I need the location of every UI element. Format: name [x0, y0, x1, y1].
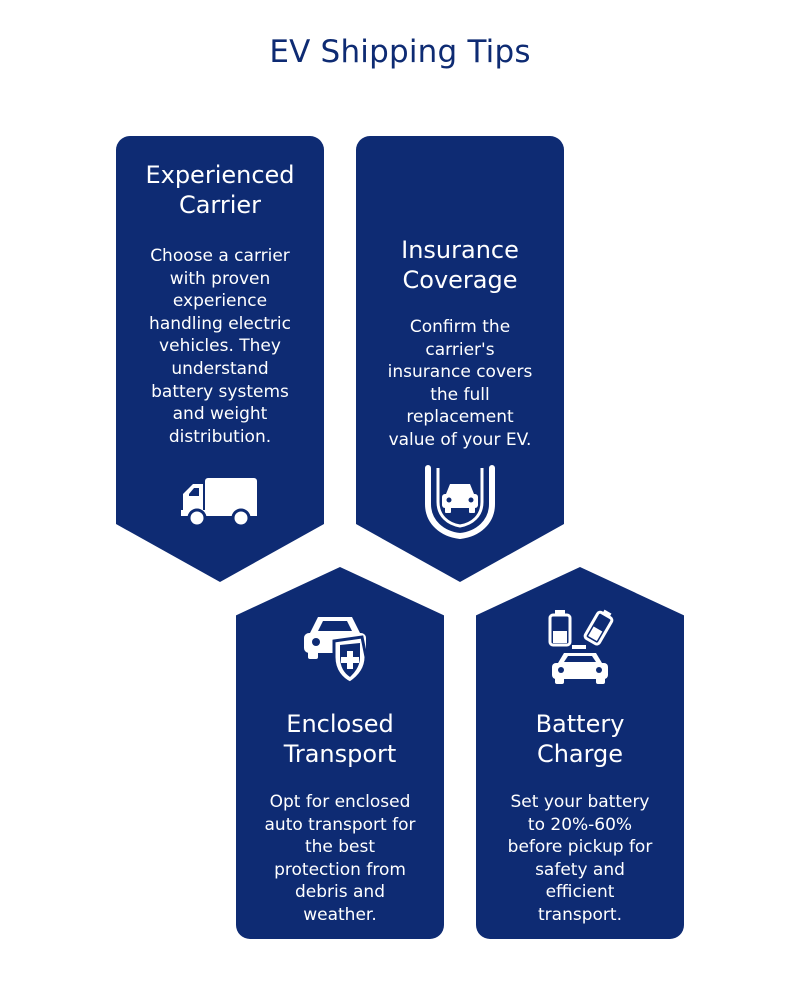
card-description-line: Opt for enclosed — [269, 792, 411, 812]
card-heading: Experienced Carrier — [116, 160, 324, 220]
card-description-line: insurance covers — [387, 362, 533, 383]
card-description-line: safety and — [535, 859, 625, 880]
card-description-line: debris and — [295, 882, 385, 903]
page-title: EV Shipping Tips — [269, 34, 531, 70]
card-description-line: understand — [171, 358, 269, 379]
card-heading-line: Enclosed — [286, 710, 394, 738]
card-description-line: transport. — [538, 904, 622, 925]
card-insurance-coverage: Insurance Coverage Confirm the carrier's… — [356, 136, 564, 582]
card-heading-line: Insurance — [401, 236, 519, 264]
card-description-line: battery systems — [151, 381, 289, 402]
card-heading: Battery Charge — [476, 709, 684, 769]
card-enclosed-transport: Enclosed Transport Opt for enclosed auto… — [236, 567, 444, 939]
card-description-line: carrier's — [425, 339, 495, 360]
card-description: Choose a carrier with proven experience … — [128, 245, 312, 448]
card-description-line: Confirm the — [409, 317, 511, 337]
card-heading: Enclosed Transport — [236, 709, 444, 769]
card-description-line: the full — [430, 384, 490, 405]
card-description-line: Choose a carrier — [150, 246, 290, 266]
card-heading: Insurance Coverage — [356, 235, 564, 295]
card-description-line: protection from — [274, 859, 406, 880]
card-description-line: weather. — [303, 904, 377, 925]
card-heading-line: Coverage — [402, 266, 518, 294]
card-description-line: replacement — [406, 407, 514, 428]
card-description-line: vehicles. They — [159, 336, 281, 357]
card-description-line: before pickup for — [507, 837, 653, 858]
card-experienced-carrier: Experienced Carrier Choose a carrier wit… — [116, 136, 324, 582]
card-heading-line: Carrier — [178, 191, 262, 219]
car-shield-icon — [425, 465, 495, 540]
card-description-line: auto transport for — [264, 814, 416, 835]
card-description-line: Set your battery — [510, 792, 650, 812]
card-description-line: and weight — [172, 404, 268, 425]
card-description-line: handling electric — [149, 313, 291, 334]
car-battery-icon — [548, 609, 614, 684]
card-heading-line: Battery — [535, 710, 625, 738]
card-description-line: the best — [304, 837, 376, 858]
card-heading-line: Experienced — [145, 161, 295, 189]
card-description-line: efficient — [545, 882, 615, 903]
car-protection-icon — [304, 617, 368, 685]
card-battery-charge: Battery Charge Set your battery to 20%-6… — [476, 567, 684, 939]
card-description-line: to 20%-60% — [527, 814, 633, 835]
card-description-line: value of your EV. — [388, 429, 532, 450]
card-description-line: with proven — [169, 268, 271, 289]
card-heading-line: Transport — [283, 740, 397, 768]
card-heading-line: Charge — [536, 740, 624, 768]
card-description: Opt for enclosed auto transport for the … — [248, 791, 432, 927]
truck-icon — [181, 478, 257, 528]
card-description: Set your battery to 20%-60% before picku… — [488, 791, 672, 927]
card-description-line: experience — [172, 291, 268, 312]
card-description: Confirm the carrier's insurance covers t… — [368, 316, 552, 452]
card-description-line: distribution. — [168, 426, 272, 447]
